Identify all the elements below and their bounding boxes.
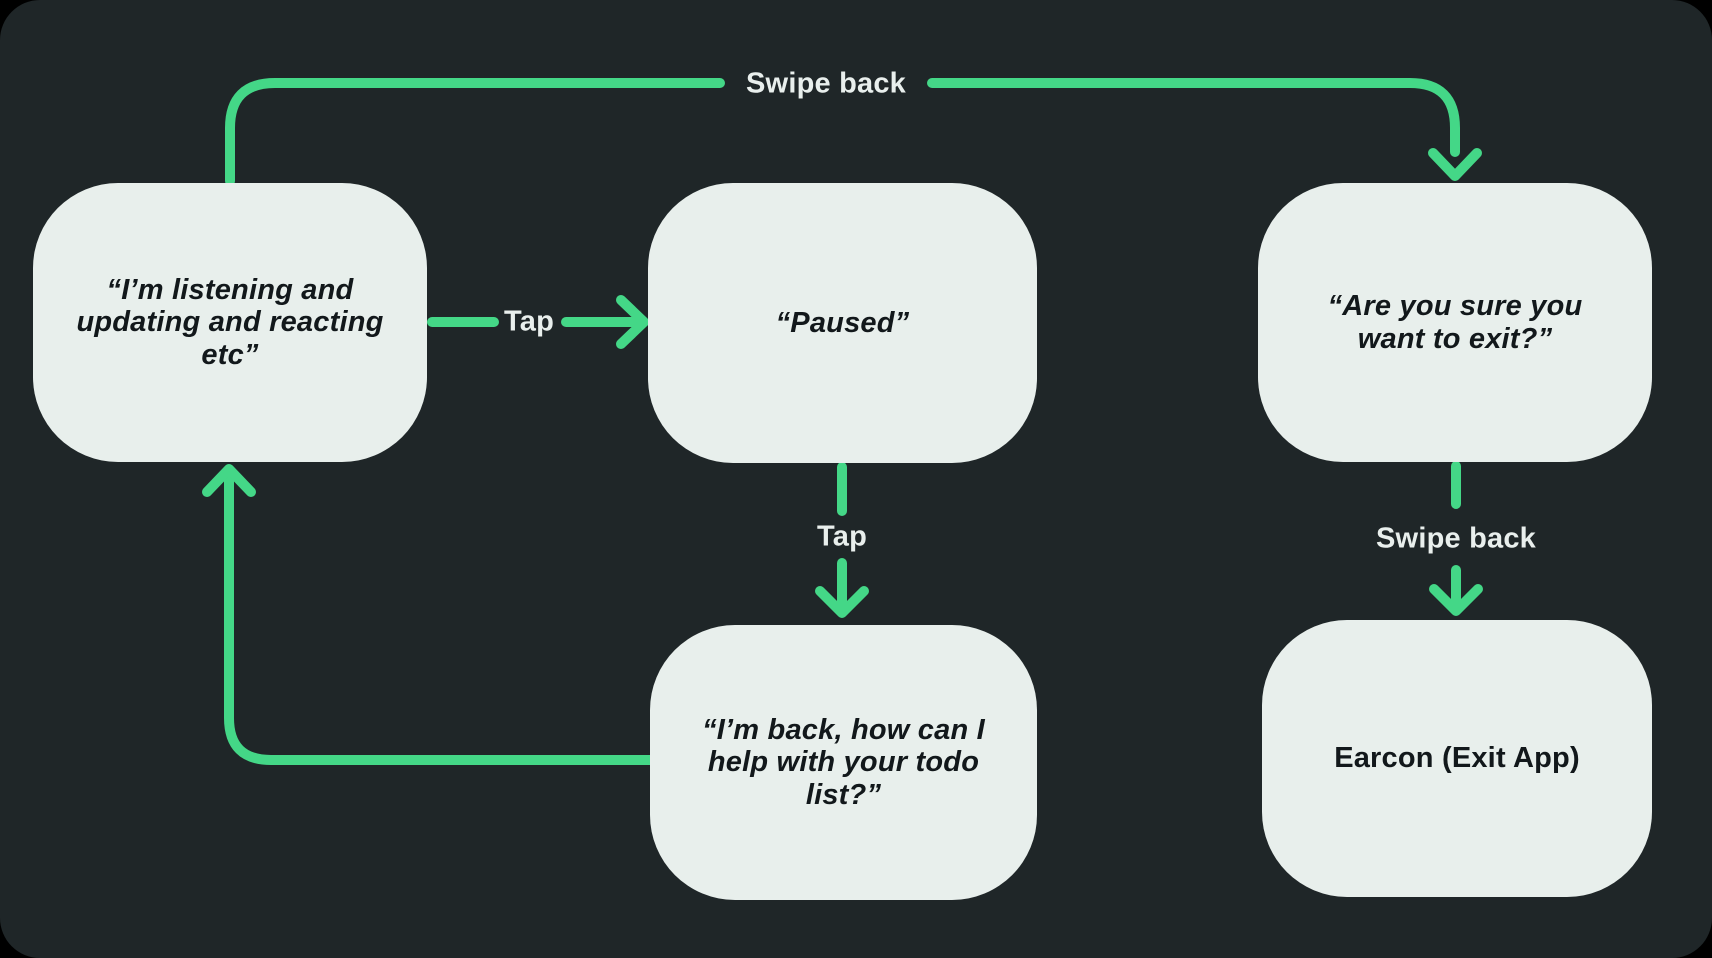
arrowhead-right-icon bbox=[616, 295, 649, 349]
edge-swipe-back-down bbox=[1429, 461, 1483, 616]
edge-tap-down bbox=[815, 462, 869, 618]
node-back: “I’m back, how can I help with your todo… bbox=[650, 625, 1037, 900]
node-paused: “Paused” bbox=[648, 183, 1037, 463]
arrowhead-up-icon bbox=[202, 464, 256, 497]
node-listening: “I’m listening and updating and reacting… bbox=[33, 183, 427, 462]
edge-swipe-back-top bbox=[225, 78, 1482, 186]
node-text: “Paused” bbox=[775, 306, 910, 339]
edge-label-tap-right: Tap bbox=[503, 305, 555, 338]
edge-label-swipe-back-down: Swipe back bbox=[1376, 522, 1536, 555]
edge-label-swipe-back-top: Swipe back bbox=[746, 67, 906, 100]
node-text: Earcon (Exit App) bbox=[1334, 742, 1580, 775]
edge-loop-back bbox=[202, 464, 655, 765]
arrowhead-down-icon bbox=[815, 586, 869, 618]
edge-label-tap-down: Tap bbox=[816, 520, 868, 553]
edge-line bbox=[927, 78, 1460, 157]
edge-line bbox=[225, 78, 725, 186]
arrowhead-down-icon bbox=[1428, 148, 1482, 181]
node-exit-confirm: “Are you sure you want to exit?” bbox=[1258, 183, 1652, 462]
node-text: “I’m listening and updating and reacting… bbox=[76, 273, 384, 371]
arrowhead-down-icon bbox=[1429, 584, 1483, 616]
edge-tap-right bbox=[427, 295, 649, 349]
node-earcon: Earcon (Exit App) bbox=[1262, 620, 1652, 897]
node-text: “Are you sure you want to exit?” bbox=[1327, 290, 1583, 355]
edge-line bbox=[224, 474, 655, 765]
node-text: “I’m back, how can I help with your todo… bbox=[702, 713, 985, 811]
